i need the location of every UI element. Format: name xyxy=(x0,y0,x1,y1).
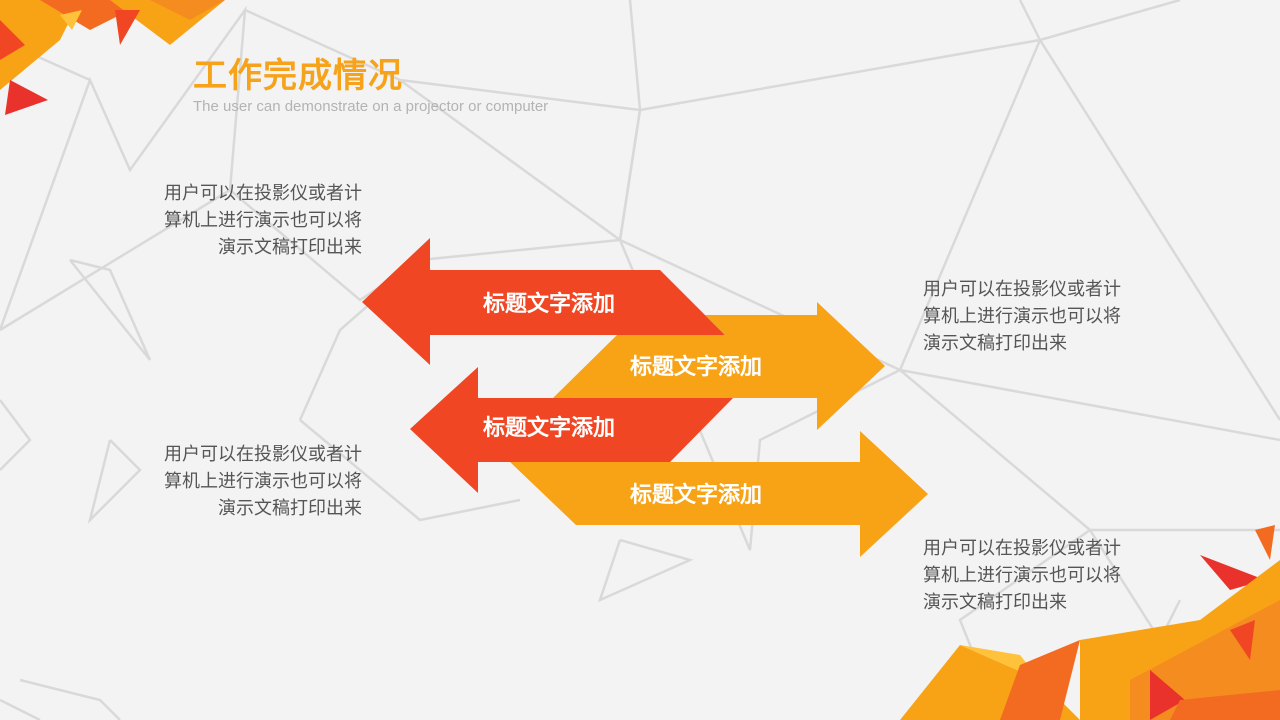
description-line: 算机上进行演示也可以将 xyxy=(923,306,1121,327)
arrow-1-shape xyxy=(362,238,725,365)
arrow-3-shape xyxy=(410,367,733,493)
page-subtitle: The user can demonstrate on a projector … xyxy=(193,98,549,115)
arrow-label: 标题文字添加 xyxy=(630,483,763,508)
description-line: 演示文稿打印出来 xyxy=(923,333,1067,354)
description-line: 用户可以在投影仪或者计 xyxy=(164,444,362,465)
description-line: 演示文稿打印出来 xyxy=(923,592,1067,613)
arrow-label: 标题文字添加 xyxy=(483,292,616,317)
description-text: 用户可以在投影仪或者计 算机上进行演示也可以将 演示文稿打印出来 xyxy=(147,441,362,522)
description-text: 用户可以在投影仪或者计 算机上进行演示也可以将 演示文稿打印出来 xyxy=(147,180,362,261)
description-text: 用户可以在投影仪或者计 算机上进行演示也可以将 演示文稿打印出来 xyxy=(923,276,1138,357)
arrow-4-shape xyxy=(510,431,928,557)
page-title: 工作完成情况 xyxy=(193,56,403,96)
arrow-label: 标题文字添加 xyxy=(483,416,616,441)
description-line: 算机上进行演示也可以将 xyxy=(164,210,362,231)
description-line: 演示文稿打印出来 xyxy=(218,237,362,258)
description-line: 用户可以在投影仪或者计 xyxy=(923,279,1121,300)
description-line: 演示文稿打印出来 xyxy=(218,498,362,519)
description-line: 用户可以在投影仪或者计 xyxy=(164,183,362,204)
description-line: 算机上进行演示也可以将 xyxy=(923,565,1121,586)
description-line: 算机上进行演示也可以将 xyxy=(164,471,362,492)
description-text: 用户可以在投影仪或者计 算机上进行演示也可以将 演示文稿打印出来 xyxy=(923,535,1138,616)
description-line: 用户可以在投影仪或者计 xyxy=(923,538,1121,559)
arrow-label: 标题文字添加 xyxy=(630,355,763,380)
